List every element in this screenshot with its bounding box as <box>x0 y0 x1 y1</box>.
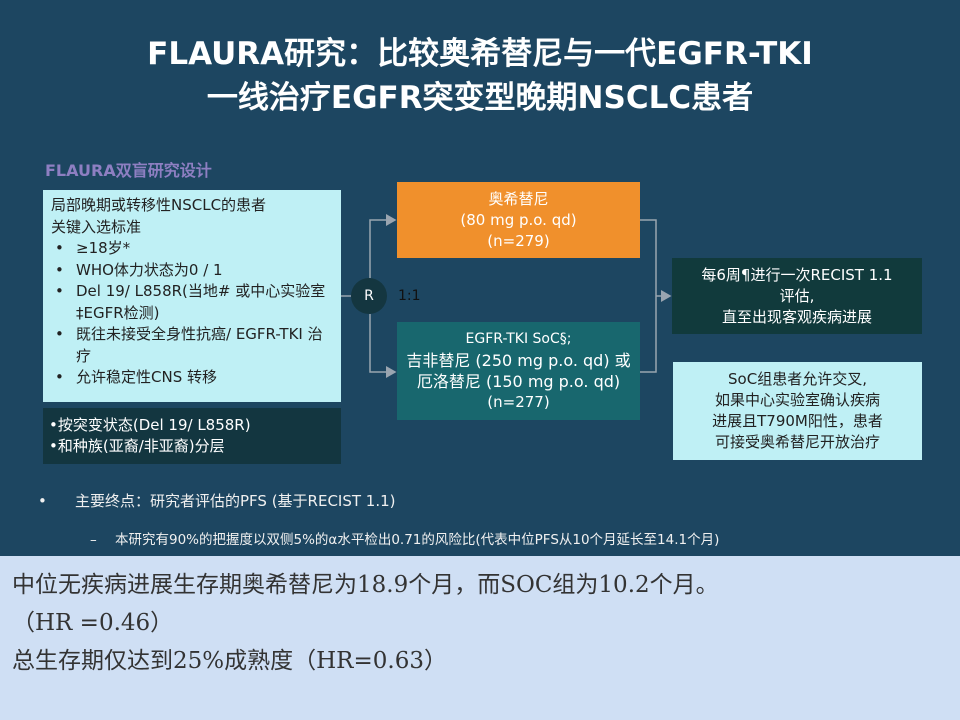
arm-dose: (80 mg p.o. qd) <box>460 210 577 229</box>
result-line: （HR =0.46） <box>12 610 174 636</box>
criteria-item: 既往未接受全身性抗癌/ EGFR-TKI 治疗 <box>51 324 333 367</box>
primary-endpoint: • 主要终点：研究者评估的PFS (基于RECIST 1.1) <box>38 490 396 511</box>
assessment-line: 直至出现客观疾病进展 <box>721 307 872 326</box>
osimertinib-arm-box: 奥希替尼 (80 mg p.o. qd) (n=279) <box>397 182 640 258</box>
criteria-item: ≥18岁* <box>51 238 333 260</box>
design-label: FLAURA双盲研究设计 <box>45 161 212 180</box>
randomization-node: R <box>351 278 387 314</box>
dash: – <box>90 532 97 548</box>
criteria-heading: 局部晚期或转移性NSCLC的患者 <box>51 196 267 214</box>
arm-name: EGFR-TKI SoC§; <box>465 331 572 347</box>
crossover-box: SoC组患者允许交叉, 如果中心实验室确认疾病 进展且T790M阳性，患者 可接… <box>673 362 922 460</box>
crossover-line: SoC组患者允许交叉, <box>728 370 867 388</box>
inclusion-criteria-box: 局部晚期或转移性NSCLC的患者 关键入选标准 ≥18岁* WHO体力状态为0 … <box>43 190 341 402</box>
crossover-line: 进展且T790M阳性，患者 <box>712 412 883 430</box>
soc-arm-box: EGFR-TKI SoC§; 吉非替尼 (250 mg p.o. qd) 或 厄… <box>397 322 640 420</box>
arm-n: (n=279) <box>487 231 550 250</box>
criteria-item: WHO体力状态为0 / 1 <box>51 260 333 282</box>
endpoint-text: 主要终点：研究者评估的PFS (基于RECIST 1.1) <box>75 492 396 510</box>
criteria-item: 允许稳定性CNS 转移 <box>51 367 333 389</box>
result-line: 中位无疾病进展生存期奥希替尼为18.9个月，而SOC组为10.2个月。 <box>12 572 719 598</box>
title-line-2: 一线治疗EGFR突变型晚期NSCLC患者 <box>206 80 754 116</box>
stratification-item: •和种族(亚裔/非亚裔)分层 <box>49 437 225 455</box>
randomization-ratio: 1:1 <box>398 288 421 304</box>
stratification-box: •按突变状态(Del 19/ L858R) •和种族(亚裔/非亚裔)分层 <box>43 408 341 464</box>
power-statement: – 本研究有90%的把握度以双侧5%的α水平检出0.71的风险比(代表中位PFS从… <box>90 528 719 548</box>
assessment-line: 每6周¶进行一次RECIST 1.1 <box>701 265 893 284</box>
criteria-item: Del 19/ L858R(当地# 或中心实验室‡EGFR检测) <box>51 281 333 324</box>
stratification-item: •按突变状态(Del 19/ L858R) <box>49 416 251 434</box>
criteria-subheading: 关键入选标准 <box>51 217 142 236</box>
title-line-1: FLAURA研究：比较奥希替尼与一代EGFR-TKI <box>147 36 813 72</box>
power-text: 本研究有90%的把握度以双侧5%的α水平检出0.71的风险比(代表中位PFS从1… <box>115 532 720 548</box>
arm-gefitinib: 吉非替尼 (250 mg p.o. qd) 或 <box>406 351 631 370</box>
arm-n: (n=277) <box>487 393 550 411</box>
arm-name: 奥希替尼 <box>488 189 549 208</box>
bullet: • <box>38 492 47 510</box>
assessment-box: 每6周¶进行一次RECIST 1.1 评估, 直至出现客观疾病进展 <box>672 258 922 334</box>
assessment-line: 评估, <box>779 286 815 305</box>
results-overlay: 中位无疾病进展生存期奥希替尼为18.9个月，而SOC组为10.2个月。 （HR … <box>0 556 960 720</box>
crossover-line: 如果中心实验室确认疾病 <box>714 391 880 409</box>
arm-erlotinib: 厄洛替尼 (150 mg p.o. qd) <box>416 372 621 391</box>
crossover-line: 可接受奥希替尼开放治疗 <box>714 433 880 451</box>
result-line: 总生存期仅达到25%成熟度（HR=0.63） <box>12 648 447 674</box>
